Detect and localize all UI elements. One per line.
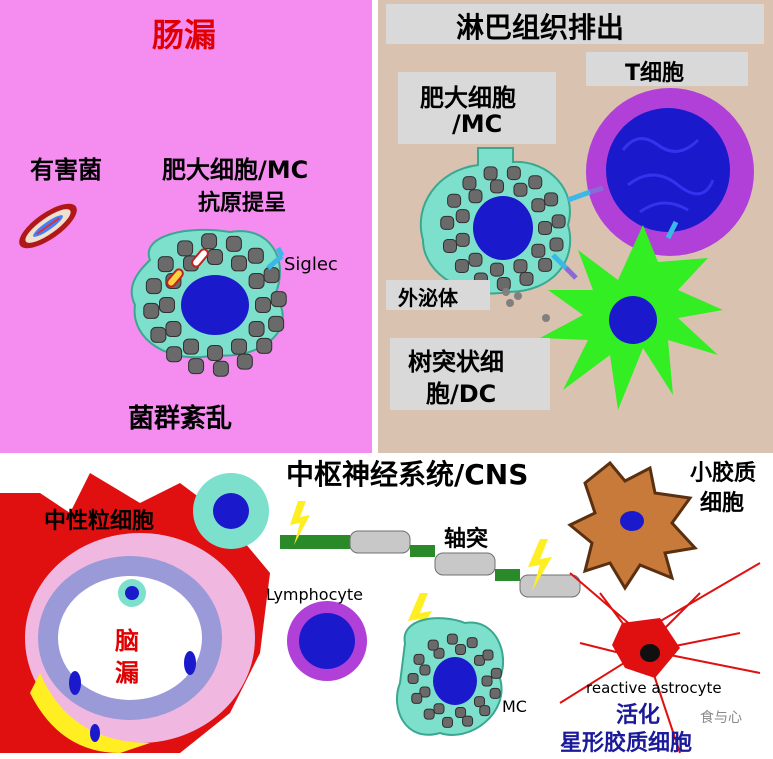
blood-vessel-icon (0, 473, 270, 753)
lymph-illustration (419, 88, 754, 410)
lymph-mast-cell-granules (440, 166, 566, 291)
engulfed-bacterium-icon (166, 268, 184, 288)
mast-cell-label: 肥大细胞/MC (162, 156, 309, 184)
t-cell-label: T细胞 (625, 61, 685, 86)
microglia-label: 小胶质 (690, 461, 757, 486)
mast-cell-granules (143, 233, 287, 377)
lymph-mc-abbrev: /MC (452, 110, 503, 138)
axon-label: 轴突 (444, 527, 489, 552)
watermark-label: 食与心 (700, 710, 742, 726)
harmful-bacteria-label: 有害菌 (30, 156, 102, 184)
t-cell-label-box (586, 52, 748, 86)
dendritic-cell-icon (540, 225, 723, 410)
dc-label: 树突状细 (408, 348, 504, 376)
t-cell-icon (586, 88, 754, 256)
gut-leak-panel: 肠漏 有害菌 肥大细胞/MC 抗原提呈 Siglec 菌群紊乱 (0, 0, 372, 453)
gut-leak-title: 肠漏 (152, 16, 217, 54)
lymph-title-box (386, 4, 764, 44)
reactive-astrocyte-icon (559, 562, 761, 754)
antigen-presentation-label: 抗原提呈 (198, 191, 287, 216)
axon-icon (280, 530, 581, 598)
astrocyte-body-icon (612, 618, 680, 678)
cns-panel-title: 中枢神经系统/CNS (286, 458, 529, 491)
cns-mast-cell-granules (407, 633, 502, 728)
lymphocyte-icon (287, 601, 367, 681)
lymphocyte-label: Lymphocyte (266, 585, 363, 604)
cns-illustration (0, 460, 761, 754)
cns-mc-label: MC (502, 697, 527, 716)
siglec-receptor-icon (266, 246, 285, 270)
exosome-label: 外泌体 (398, 286, 458, 310)
lymph-panel-title: 淋巴组织排出 (456, 11, 625, 44)
cns-panel: 中枢神经系统/CNS 中性粒细胞 脑 漏 轴突 Lymphocyte MC 小胶… (0, 453, 773, 759)
neutrophil-icon (193, 473, 269, 549)
neutrophil-label: 中性粒细胞 (44, 509, 155, 534)
engulfed-bacterium-icon (191, 248, 209, 268)
reactive-astrocyte-label: reactive astrocyte (586, 679, 722, 697)
brain-leak-label: 脑 (115, 627, 139, 655)
microglia-icon (567, 460, 698, 591)
receptor-connector-icon (551, 185, 679, 280)
bacterium-icon (19, 203, 77, 249)
exosome-icons (502, 288, 550, 322)
dysbiosis-label: 菌群紊乱 (128, 404, 233, 434)
vessel-neutrophil-icon (118, 579, 146, 607)
lymph-mc-label-box (398, 72, 556, 144)
activated-astrocyte-label-2: 星形胶质细胞 (560, 731, 693, 756)
siglec-label: Siglec (284, 254, 338, 275)
exosome-label-box (386, 280, 490, 310)
lightning-icons (290, 501, 552, 645)
dc-label-box (390, 338, 550, 410)
brain-leak-label-2: 漏 (115, 659, 139, 687)
gut-illustration (19, 203, 287, 377)
lymph-mc-label: 肥大细胞 (420, 84, 516, 112)
lymphatic-drainage-panel: 淋巴组织排出 T细胞 肥大细胞 /MC 外泌体 树突状细 胞/DC (378, 0, 773, 453)
activated-astrocyte-label: 活化 (616, 703, 661, 728)
microglia-label-2: 细胞 (700, 491, 745, 516)
dc-abbrev: 胞/DC (426, 380, 497, 408)
